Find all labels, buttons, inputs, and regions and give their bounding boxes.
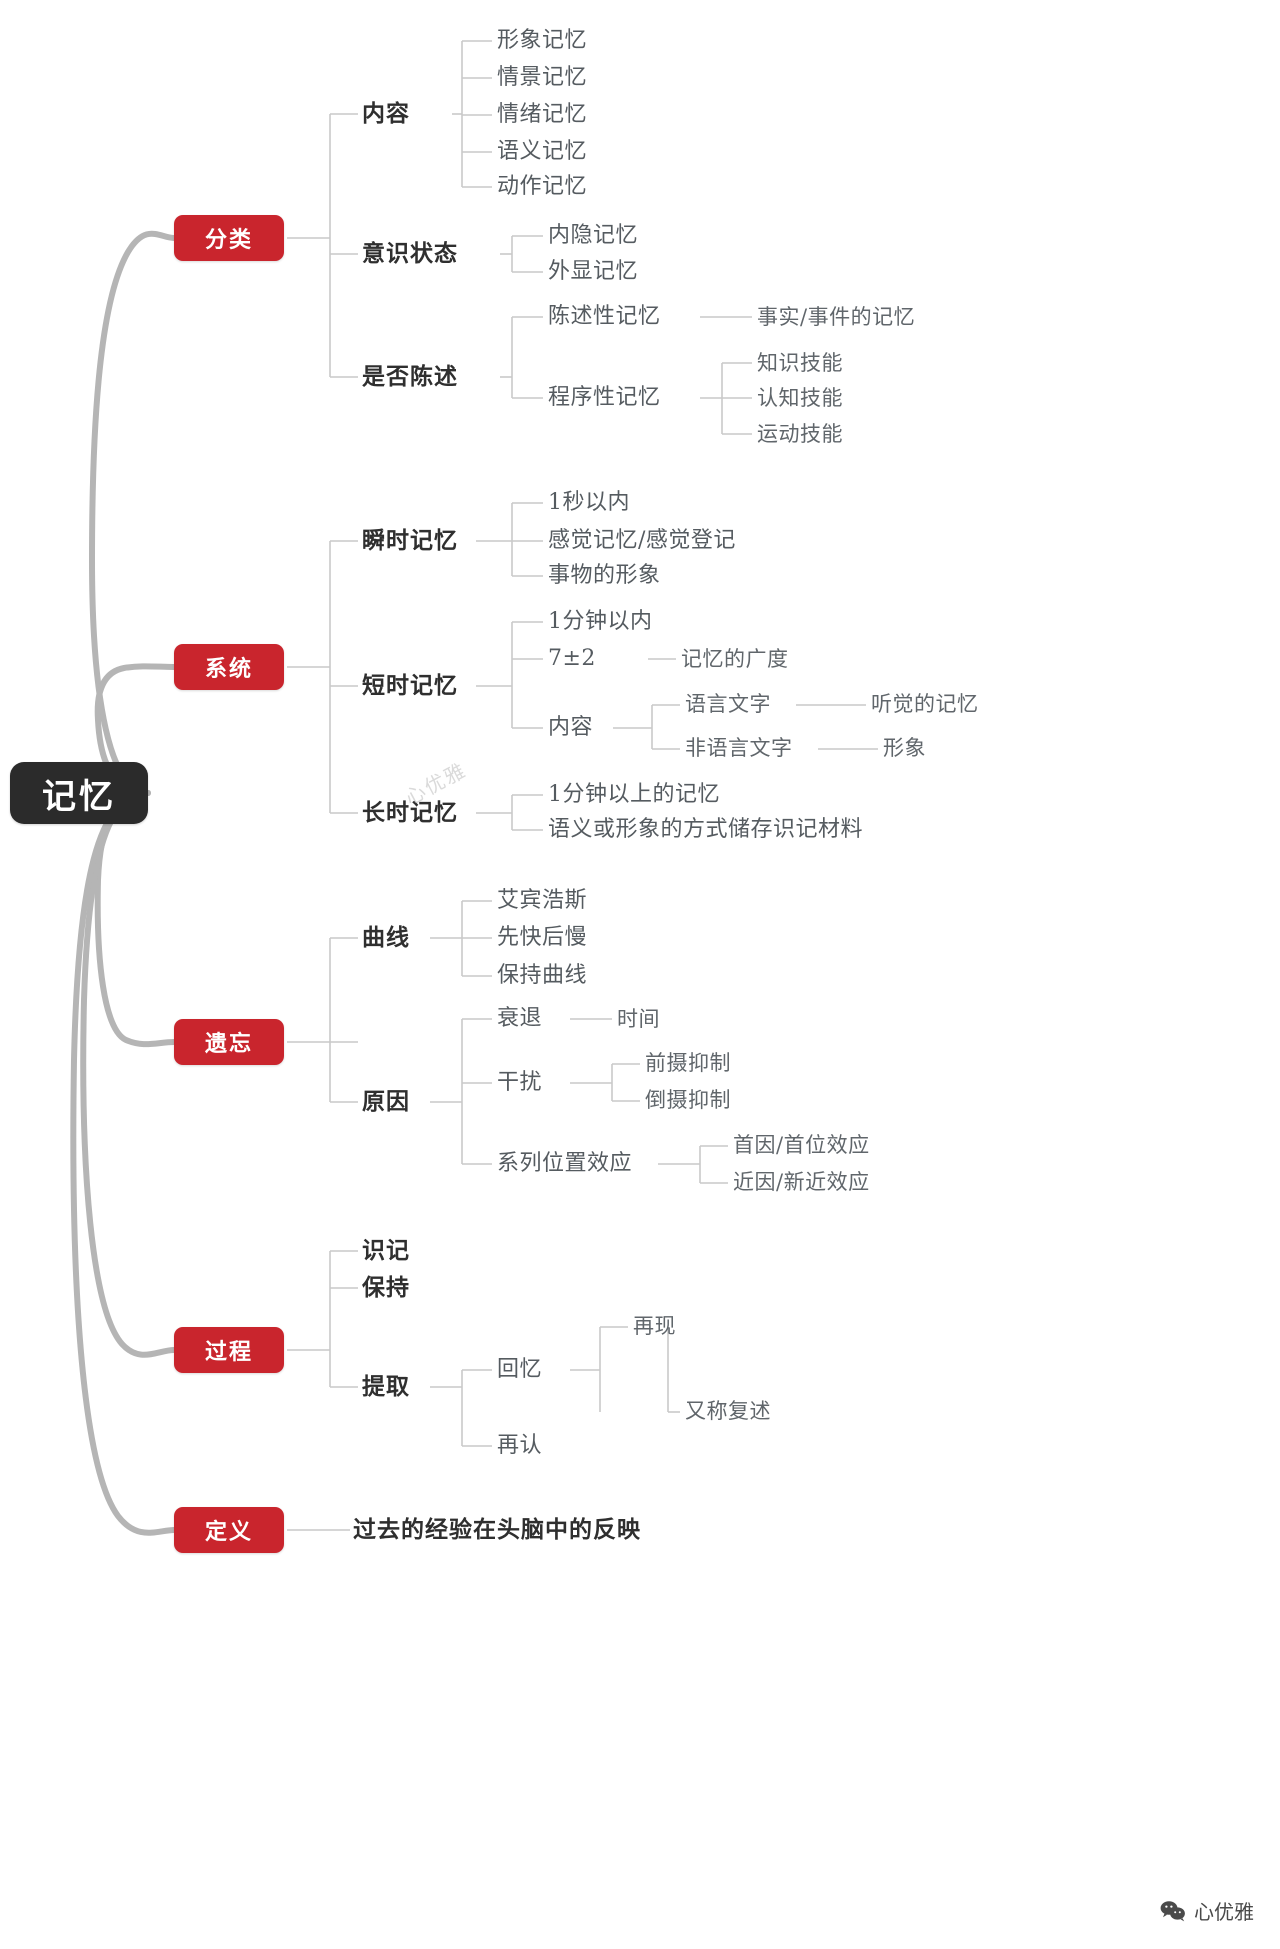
- node-recognition[interactable]: 再认: [497, 1433, 543, 1458]
- node-declarative-or-not[interactable]: 是否陈述: [362, 364, 458, 390]
- node-within-1-second[interactable]: 1秒以内: [548, 490, 630, 515]
- node-retention-curve[interactable]: 保持曲线: [497, 963, 588, 988]
- node-encoding[interactable]: 识记: [362, 1238, 410, 1264]
- node-episodic-memory[interactable]: 情景记忆: [497, 65, 588, 90]
- branch-node-system[interactable]: 系统: [174, 644, 284, 690]
- node-retention[interactable]: 保持: [362, 1275, 410, 1301]
- node-storage-mode[interactable]: 语义或形象的方式储存识记材料: [548, 817, 864, 842]
- branch-node-forgetting[interactable]: 遗忘: [174, 1019, 284, 1065]
- node-recency-effect[interactable]: 近因/新近效应: [733, 1170, 870, 1194]
- node-recall[interactable]: 回忆: [497, 1357, 543, 1382]
- node-explicit-memory[interactable]: 外显记忆: [548, 259, 639, 284]
- node-memory-span[interactable]: 记忆的广度: [681, 647, 789, 671]
- node-sensory-register[interactable]: 感觉记忆/感觉登记: [548, 528, 736, 553]
- node-decay[interactable]: 衰退: [497, 1006, 543, 1031]
- node-primacy-effect[interactable]: 首因/首位效应: [733, 1133, 870, 1157]
- node-serial-position-effect[interactable]: 系列位置效应: [497, 1151, 633, 1176]
- branch-node-process[interactable]: 过程: [174, 1327, 284, 1373]
- node-time[interactable]: 时间: [617, 1007, 660, 1031]
- node-auditory-memory[interactable]: 听觉的记忆: [871, 692, 979, 716]
- node-procedural-memory[interactable]: 程序性记忆: [548, 385, 661, 410]
- node-emotional-memory[interactable]: 情绪记忆: [497, 102, 588, 127]
- node-over-1-minute[interactable]: 1分钟以上的记忆: [548, 782, 720, 807]
- node-stm-content[interactable]: 内容: [548, 715, 594, 740]
- node-ebbinghaus[interactable]: 艾宾浩斯: [497, 888, 588, 913]
- node-forgetting-causes[interactable]: 原因: [362, 1089, 410, 1115]
- node-reproduction[interactable]: 再现: [633, 1314, 676, 1338]
- node-content-type[interactable]: 内容: [362, 101, 410, 127]
- node-retroactive-inhibition[interactable]: 倒摄抑制: [645, 1088, 731, 1112]
- node-semantic-memory[interactable]: 语义记忆: [497, 139, 588, 164]
- footer-label: 心优雅: [1194, 1900, 1254, 1924]
- node-facts-events-memory[interactable]: 事实/事件的记忆: [757, 305, 916, 329]
- node-cognitive-skill[interactable]: 认知技能: [757, 386, 843, 410]
- branch-node-definition[interactable]: 定义: [174, 1507, 284, 1553]
- node-image-form[interactable]: 形象: [883, 736, 926, 760]
- node-knowledge-skill[interactable]: 知识技能: [757, 351, 843, 375]
- node-interference[interactable]: 干扰: [497, 1070, 543, 1095]
- node-motor-skill[interactable]: 运动技能: [757, 422, 843, 446]
- node-consciousness-state[interactable]: 意识状态: [362, 241, 458, 267]
- footer-badge: 心优雅: [1160, 1896, 1254, 1925]
- node-forgetting-curve[interactable]: 曲线: [362, 925, 410, 951]
- node-implicit-memory[interactable]: 内隐记忆: [548, 223, 639, 248]
- node-proactive-inhibition[interactable]: 前摄抑制: [645, 1051, 731, 1075]
- node-seven-plus-minus-two[interactable]: 7±2: [548, 646, 596, 671]
- node-image-memory[interactable]: 形象记忆: [497, 28, 588, 53]
- root-node[interactable]: 记忆: [10, 762, 148, 824]
- node-long-term-memory[interactable]: 长时记忆: [362, 800, 458, 826]
- node-verbal-text[interactable]: 语言文字: [685, 692, 771, 716]
- node-definition-text[interactable]: 过去的经验在头脑中的反映: [353, 1517, 641, 1543]
- node-object-image[interactable]: 事物的形象: [548, 563, 661, 588]
- node-within-1-minute[interactable]: 1分钟以内: [548, 609, 653, 634]
- node-motor-memory[interactable]: 动作记忆: [497, 174, 588, 199]
- node-sensory-memory[interactable]: 瞬时记忆: [362, 528, 458, 554]
- wechat-icon: [1160, 1900, 1186, 1922]
- node-short-term-memory[interactable]: 短时记忆: [362, 673, 458, 699]
- node-fast-then-slow[interactable]: 先快后慢: [497, 925, 588, 950]
- branch-node-classification[interactable]: 分类: [174, 215, 284, 261]
- node-retrieval[interactable]: 提取: [362, 1374, 410, 1400]
- node-nonverbal-text[interactable]: 非语言文字: [685, 736, 793, 760]
- node-also-called-rehearsal[interactable]: 又称复述: [685, 1399, 771, 1423]
- node-declarative-memory[interactable]: 陈述性记忆: [548, 304, 661, 329]
